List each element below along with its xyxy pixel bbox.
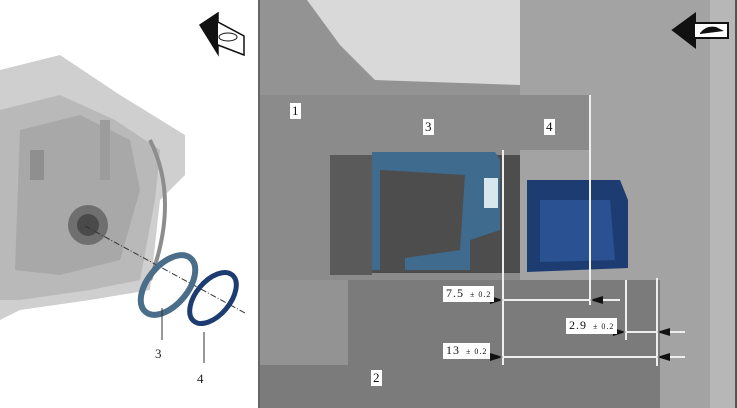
callout-4-left: 4: [197, 371, 204, 386]
dimension-2-9: 2.9 ± 0.2: [566, 318, 618, 334]
dimension-tolerance: ± 0.2: [470, 290, 492, 299]
callout-2: 2: [371, 370, 382, 386]
dimension-tolerance: ± 0.2: [593, 322, 615, 331]
engine-block: [0, 55, 185, 320]
forward-direction-arrow-icon: [198, 11, 245, 57]
vehicle-forward-arrow-icon: [671, 12, 729, 50]
callout-3-left: 3: [155, 346, 162, 361]
seal-4-section: [527, 180, 628, 272]
seal-3-ring: [137, 252, 199, 318]
dimension-7-5: 7.5 ± 0.2: [443, 286, 495, 302]
dimension-tolerance: ± 0.2: [466, 347, 488, 356]
dimension-value: 13: [446, 343, 460, 357]
dimension-value: 7.5: [446, 286, 464, 300]
housing-upper: [307, 0, 520, 85]
callout-3: 3: [423, 119, 434, 135]
dimension-13: 13 ± 0.2: [443, 343, 491, 359]
axis-line: [84, 225, 246, 314]
callout-1: 1: [290, 103, 301, 119]
seal-3-section: [372, 152, 500, 270]
dimension-value: 2.9: [569, 318, 587, 332]
seal-4-ring: [187, 270, 239, 326]
callout-4: 4: [544, 119, 555, 135]
